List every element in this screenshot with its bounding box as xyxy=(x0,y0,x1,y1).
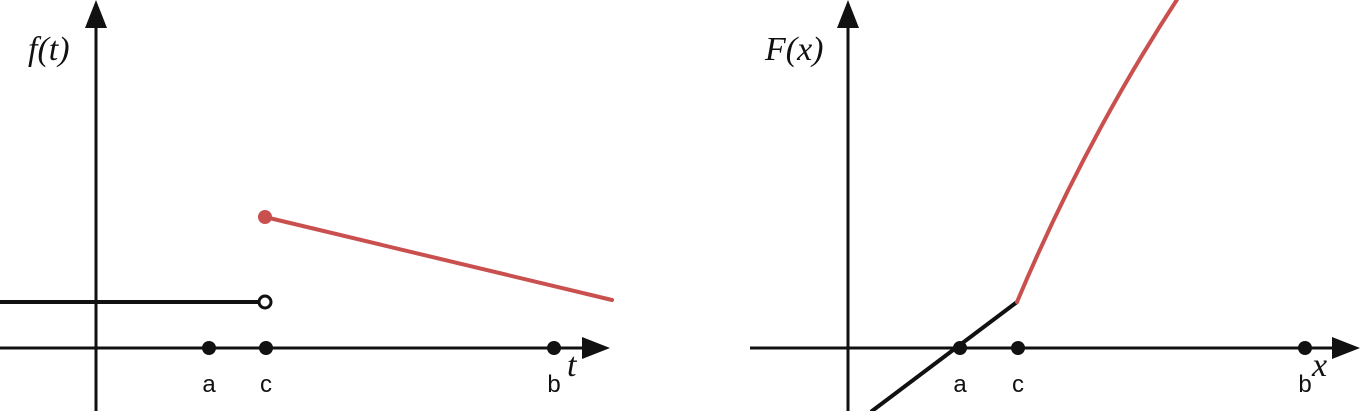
right-plot: F(x) x a c b xyxy=(750,0,1360,411)
left-point-c xyxy=(259,341,273,355)
right-label-b: b xyxy=(1298,371,1311,398)
right-y-label: F(x) xyxy=(764,31,824,68)
right-label-a: a xyxy=(953,371,967,398)
left-closed-endpoint xyxy=(258,210,272,224)
left-x-label: t xyxy=(567,347,578,384)
left-label-c: c xyxy=(260,371,272,398)
right-point-b xyxy=(1298,341,1312,355)
left-label-a: a xyxy=(202,371,216,398)
left-point-a xyxy=(202,341,216,355)
left-decreasing-segment xyxy=(263,215,614,302)
left-plot: f(t) t a c b xyxy=(0,0,614,411)
right-linear-segment xyxy=(870,300,1019,411)
right-label-c: c xyxy=(1012,371,1024,398)
left-y-axis-arrow xyxy=(85,0,107,28)
right-x-axis-arrow xyxy=(1332,337,1360,359)
left-point-b xyxy=(547,341,561,355)
right-concave-curve xyxy=(1015,0,1180,304)
left-open-endpoint xyxy=(257,294,273,310)
left-label-b: b xyxy=(547,371,560,398)
right-point-c xyxy=(1011,341,1025,355)
left-x-axis-arrow xyxy=(582,337,610,359)
right-point-a xyxy=(953,341,967,355)
left-y-label: f(t) xyxy=(28,31,70,68)
right-x-label: x xyxy=(1311,347,1327,384)
right-y-axis-arrow xyxy=(837,0,859,28)
